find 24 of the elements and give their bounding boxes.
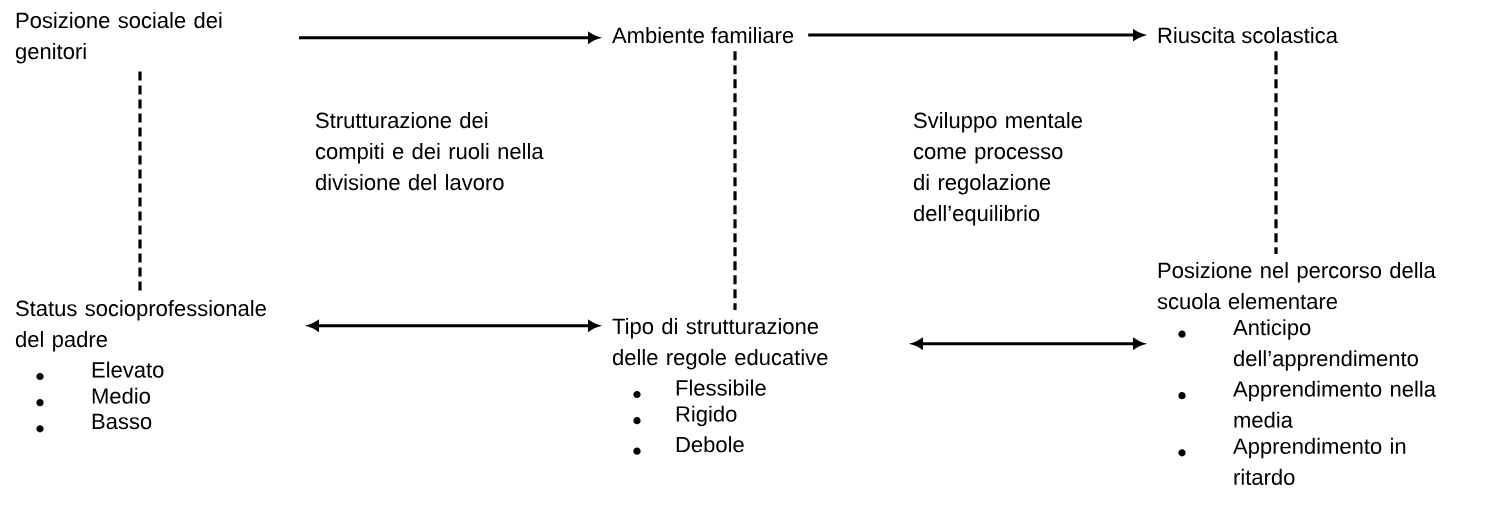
dashed-line xyxy=(1274,51,1278,254)
dashed-line xyxy=(138,71,142,292)
arrow xyxy=(308,320,599,331)
arrow xyxy=(299,32,599,43)
arrow xyxy=(808,29,1144,41)
list-item: Flessibile xyxy=(633,379,766,399)
list-item: Basso xyxy=(36,413,152,433)
list-item: Medio xyxy=(36,387,150,407)
arrow xyxy=(912,338,1144,349)
list-item: Debole xyxy=(633,436,744,455)
node-text: Posizione sociale dei genitori xyxy=(15,12,222,64)
node-heading: Posizione nel percorso della scuola elementare xyxy=(1157,262,1436,310)
node-heading: Tipo di strutturazione delle regole educative xyxy=(612,318,828,370)
annotation-text: Strutturazione dei compiti e dei ruoli nella divisione del lavoro xyxy=(315,112,544,191)
list-item: Apprendimento nella media xyxy=(1178,380,1436,428)
list-item: Rigido xyxy=(633,405,737,427)
annotation-text: Sviluppo mentale come processo di regolazione dell’equilibrio xyxy=(913,112,1082,226)
node-heading: Status socioprofessionale del padre xyxy=(15,300,266,352)
dashed-line xyxy=(733,51,737,310)
node-text: Riuscita scolastica xyxy=(1158,27,1338,44)
list-item: Anticipo dell’apprendimento xyxy=(1178,319,1418,371)
list-item: Elevato xyxy=(36,361,164,381)
node-text: Ambiente familiare xyxy=(612,27,794,44)
list-item: Apprendimento in ritardo xyxy=(1178,437,1406,485)
